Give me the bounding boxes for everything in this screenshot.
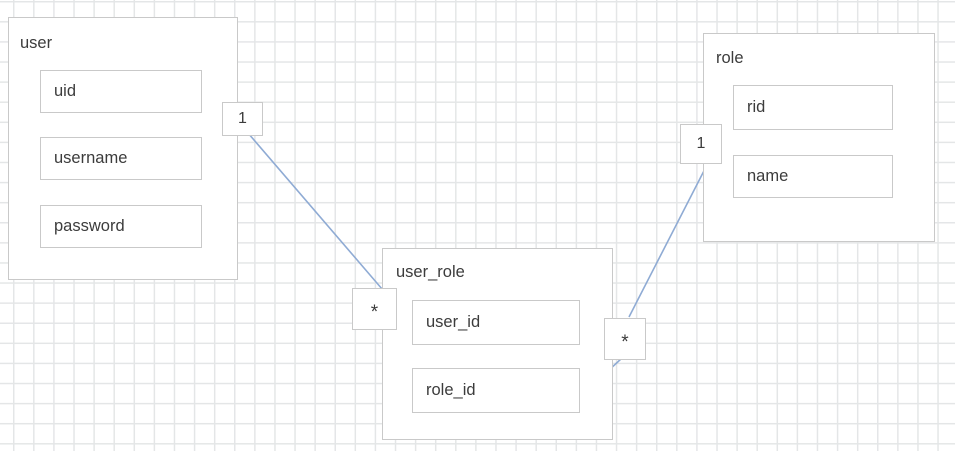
entity-role[interactable] — [703, 33, 935, 242]
cardinality-badge-user-side-one[interactable]: 1 — [222, 102, 263, 136]
attribute-user-password[interactable]: password — [40, 205, 202, 248]
attribute-label: user_id — [426, 313, 481, 332]
cardinality-badge-user-role-left-many[interactable]: * — [352, 288, 397, 330]
attribute-user-uid[interactable]: uid — [40, 70, 202, 113]
attribute-user_role-user_id[interactable]: user_id — [412, 300, 580, 345]
entity-title-user_role: user_role — [396, 263, 465, 281]
entity-title-user: user — [20, 34, 53, 52]
attribute-label: role_id — [426, 381, 476, 400]
attribute-role-name[interactable]: name — [733, 155, 893, 198]
connector-badge-many-to-role — [628, 162, 709, 318]
attribute-label: uid — [54, 82, 77, 101]
attribute-label: username — [54, 149, 128, 168]
attribute-label: name — [747, 167, 789, 186]
attribute-label: password — [54, 217, 125, 236]
cardinality-badge-role-side-one[interactable]: 1 — [680, 124, 722, 164]
attribute-user_role-role_id[interactable]: role_id — [412, 368, 580, 413]
attribute-role-rid[interactable]: rid — [733, 85, 893, 130]
entity-title-role: role — [716, 49, 744, 67]
cardinality-badge-user-role-right-many[interactable]: * — [604, 318, 646, 360]
attribute-label: rid — [747, 98, 766, 117]
attribute-user-username[interactable]: username — [40, 137, 202, 180]
